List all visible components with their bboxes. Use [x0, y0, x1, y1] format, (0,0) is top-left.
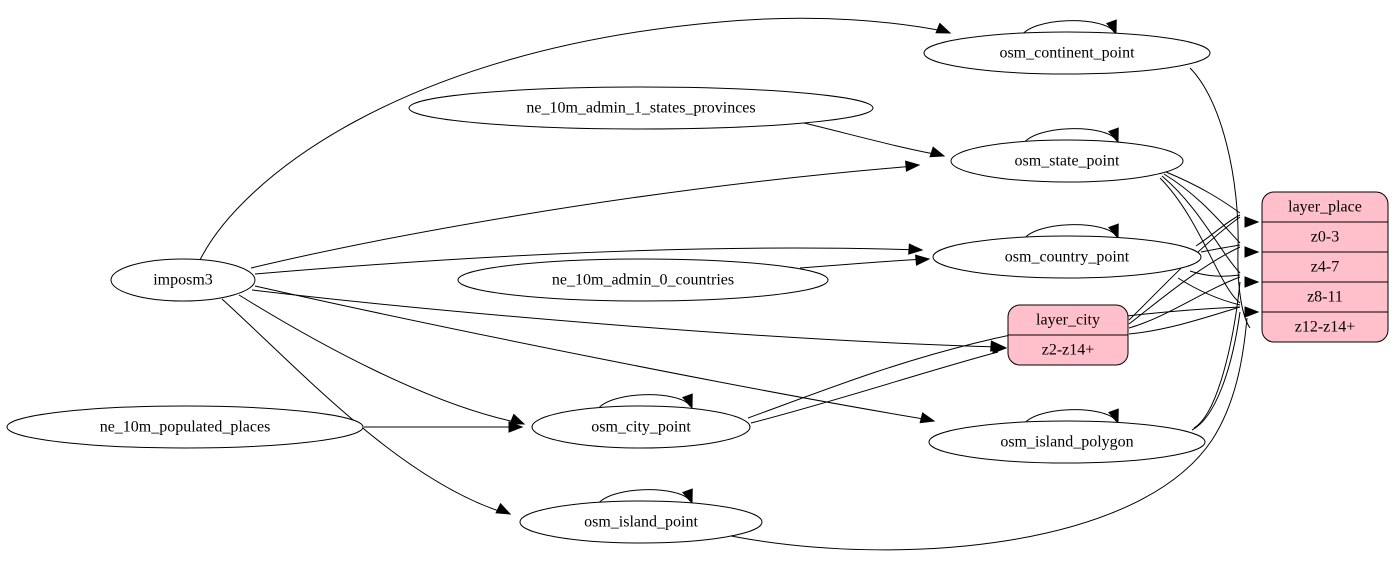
edge-osm_city_point-to-layer_place.z12 [747, 306, 1241, 419]
edge-osm_city_point-to-osm_city_point [595, 394, 691, 413]
edge-osm_island_polygon-to-osm_island_polygon [1021, 409, 1117, 428]
node-label-osm_state_point: osm_state_point [1015, 153, 1120, 170]
edge-osm_state_point-to-layer_place.z0-3 [1165, 171, 1241, 214]
arrowhead-places->osm_city_point [508, 421, 524, 433]
edge-imposm3-to-osm_country_point [254, 247, 919, 275]
node-imposm3[interactable]: imposm3 [110, 258, 256, 302]
record-node-layer_place[interactable]: layer_place z0-3 z4-7 z8-11 z12-z14+ [1261, 191, 1389, 343]
edge-imposm3-to-osm_continent_point [199, 17, 949, 261]
arrowhead-into-z4-7 [1244, 246, 1260, 258]
node-label-osm_continent_point: osm_continent_point [999, 45, 1135, 62]
record-row-label-layer_place-z12: z12-z14+ [1295, 319, 1356, 336]
edge-ne_10m_admin_0_countries-to-osm_country_point [799, 258, 926, 269]
node-label-osm_island_polygon: osm_island_polygon [1000, 434, 1133, 451]
node-label-osm_country_point: osm_country_point [1005, 249, 1130, 266]
node-label-osm_island_point: osm_island_point [584, 514, 698, 531]
node-label-ne_10m_populated_places: ne_10m_populated_places [100, 419, 271, 436]
record-row-label-layer_city-z2: z2-z14+ [1042, 342, 1095, 359]
record-row-label-layer_place-z0-3: z0-3 [1311, 229, 1339, 246]
arrowhead-into-z0-3 [1244, 216, 1260, 228]
node-osm_island_point[interactable]: osm_island_point [519, 500, 763, 544]
edge-osm_country_point-to-layer_place.z8-11 [1189, 270, 1241, 277]
edge-imposm3-to-osm_state_point [250, 165, 916, 269]
arrowhead-imposm3->osm_island_polygon [919, 412, 936, 424]
node-label-ne_10m_admin_0_countries: ne_10m_admin_0_countries [552, 272, 734, 289]
arrowhead-states->osm_state_point [929, 146, 946, 158]
arrowhead-loop-island-polygon [1108, 408, 1119, 425]
arrowhead-loop-continent [1106, 19, 1117, 36]
record-box-layer_place [1261, 191, 1389, 343]
record-node-layer_city[interactable]: layer_city z2-z14+ [1007, 304, 1129, 366]
node-shape-osm_island_polygon [928, 420, 1206, 464]
arrowhead-loop-state [1108, 127, 1119, 144]
record-row-label-layer_place-z4-7: z4-7 [1311, 259, 1339, 276]
node-osm_island_polygon[interactable]: osm_island_polygon [928, 420, 1206, 464]
record-row-label-layer_place-z8-11: z8-11 [1307, 289, 1343, 306]
arrowheads-layer [495, 19, 1260, 515]
node-shape-osm_island_point [519, 500, 763, 544]
node-shape-osm_continent_point [923, 31, 1211, 75]
arrowhead-loop-city [682, 393, 693, 410]
edge-osm_country_point-to-layer_place.z4-7 [1200, 244, 1241, 253]
node-label-imposm3: imposm3 [153, 272, 213, 289]
node-shape-ne_10m_admin_0_countries [457, 258, 829, 302]
arrowhead-imposm3->osm_city_point [509, 413, 526, 425]
node-shape-ne_10m_populated_places [6, 405, 364, 449]
edge-imposm3-to-layer_city [251, 289, 1001, 348]
edge-osm_state_point-to-layer_place.z8-11 [1161, 175, 1241, 274]
record-row-label-layer_city-header: layer_city [1036, 312, 1100, 329]
arrowhead-imposm3->osm_continent_point [935, 22, 952, 34]
node-shape-ne_10m_admin_1_states_provinces [408, 86, 874, 130]
node-osm_continent_point[interactable]: osm_continent_point [923, 31, 1211, 75]
node-ne_10m_admin_1_states_provinces[interactable]: ne_10m_admin_1_states_provinces [408, 86, 874, 130]
node-shape-osm_country_point [932, 235, 1202, 279]
edge-imposm3-to-osm_city_point [238, 294, 521, 424]
edge-osm_city_point-to-layer_city [750, 351, 999, 424]
edge-osm_island_point-to-osm_island_point [595, 489, 691, 508]
edge-osm_island_polygon-to-layer_place.z12 [1191, 311, 1241, 431]
edge-osm_state_point-to-layer_place.z4-7 [1163, 173, 1241, 244]
ellipse-nodes-layer: imposm3 ne_10m_admin_1_states_provincesne… [6, 31, 1211, 544]
edge-layer_city-to-layer_place.z4-7 [1128, 246, 1241, 325]
arrowhead-into-z8-11 [1244, 276, 1260, 288]
record-nodes-layer: layer_place z0-3 z4-7 z8-11 z12-z14+ layer_ci… [1007, 191, 1389, 366]
node-ne_10m_populated_places[interactable]: ne_10m_populated_places [6, 405, 364, 449]
arrowhead-imposm3->osm_country_point [908, 243, 924, 255]
node-label-ne_10m_admin_1_states_provinces: ne_10m_admin_1_states_provinces [526, 100, 755, 117]
edge-osm_continent_point-to-layer_place.z12 [1189, 67, 1251, 329]
arrowhead-countries->osm_country_point [915, 254, 931, 266]
edge-ne_10m_admin_1_states_provinces-to-osm_state_point [799, 121, 941, 156]
edge-osm_island_point-to-layer_place.z12 [730, 317, 1248, 551]
arrowhead-imposm3->osm_state_point [905, 160, 921, 172]
arrowhead-imposm3->osm_island_point [495, 502, 512, 515]
node-shape-osm_state_point [950, 139, 1184, 183]
edge-layer_city-to-layer_place.z8-11 [1128, 276, 1241, 329]
arrowhead-into-z12 [1244, 306, 1260, 318]
arrowhead-into-layer-city-z2 [992, 342, 1008, 354]
edge-osm_island_polygon-to-layer_place.z8-11 [1193, 281, 1241, 429]
arrowhead-loop-country [1108, 223, 1119, 240]
node-ne_10m_admin_0_countries[interactable]: ne_10m_admin_0_countries [457, 258, 829, 302]
edge-osm_continent_point-to-osm_continent_point [1019, 20, 1115, 39]
edge-osm_state_point-to-osm_state_point [1021, 128, 1117, 147]
node-shape-osm_city_point [531, 405, 751, 449]
node-osm_country_point[interactable]: osm_country_point [932, 235, 1202, 279]
edge-osm_state_point-to-layer_place.z12 [1159, 177, 1241, 304]
arrowhead-loop-island-point [682, 488, 693, 505]
node-label-osm_city_point: osm_city_point [591, 419, 691, 436]
node-osm_state_point[interactable]: osm_state_point [950, 139, 1184, 183]
node-shape-imposm3 [110, 258, 256, 302]
edge-osm_country_point-to-layer_place.z0-3 [1195, 214, 1241, 247]
record-row-label-layer_place-header: layer_place [1288, 199, 1362, 216]
edge-osm_country_point-to-osm_country_point [1021, 224, 1117, 243]
node-osm_city_point[interactable]: osm_city_point [531, 405, 751, 449]
edge-imposm3-to-osm_island_polygon [254, 285, 931, 421]
edge-layer_city-to-layer_place.z12 [1128, 306, 1241, 335]
